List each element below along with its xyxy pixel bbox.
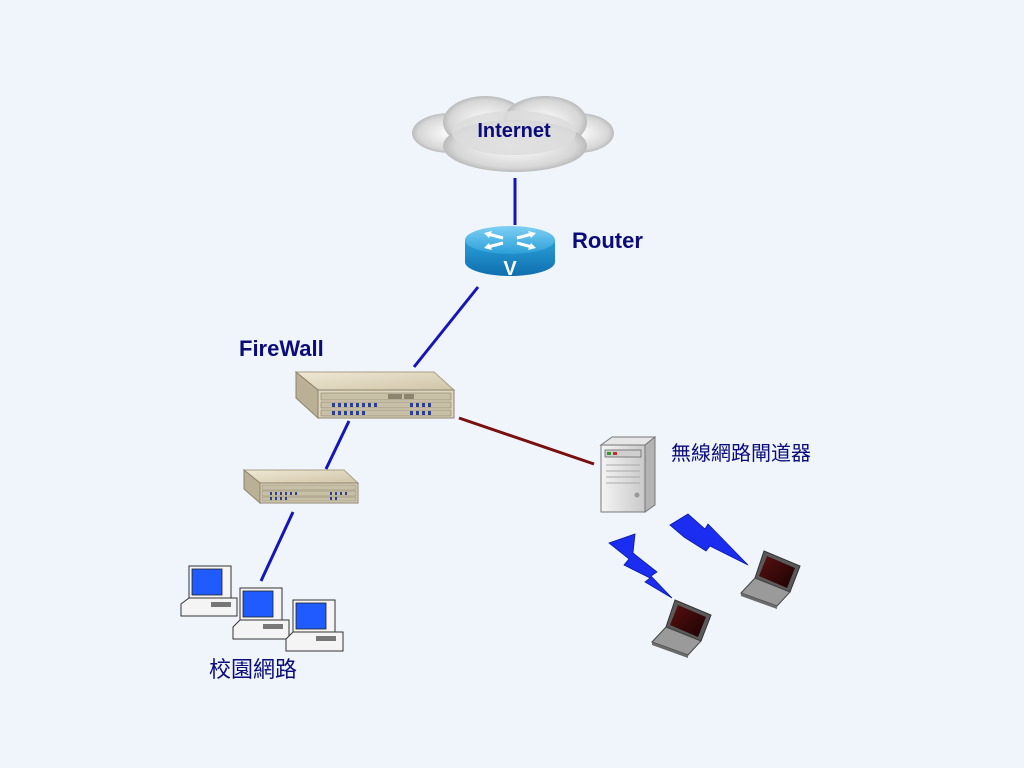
link-router-firewall [412,286,480,368]
server-tower-icon [599,435,657,513]
link-firewall-gateway [458,416,595,466]
firewall-chassis-icon [294,370,456,420]
lightning-bolt-icon [669,513,749,566]
router-label: Router [572,228,643,253]
firewall-label: FireWall [239,336,324,361]
switch-chassis-icon [242,468,360,505]
link-firewall-switch [324,420,351,470]
svg-text:V: V [503,258,517,280]
wireless-gateway-label: 無線網路閘道器 [671,441,811,465]
lightning-bolt-icon [608,533,673,599]
campus-network-label: 校園網路 [209,658,297,683]
laptop-icon [740,550,801,609]
laptop-icon [651,599,712,658]
desktop-computer-icon [232,587,290,640]
internet-cloud-icon [412,96,614,172]
internet-label: Internet [477,120,551,142]
router-icon: V [465,226,555,280]
desktop-computer-icon [180,565,238,617]
link-switch-campus [259,511,295,582]
desktop-computer-icon [285,599,344,652]
